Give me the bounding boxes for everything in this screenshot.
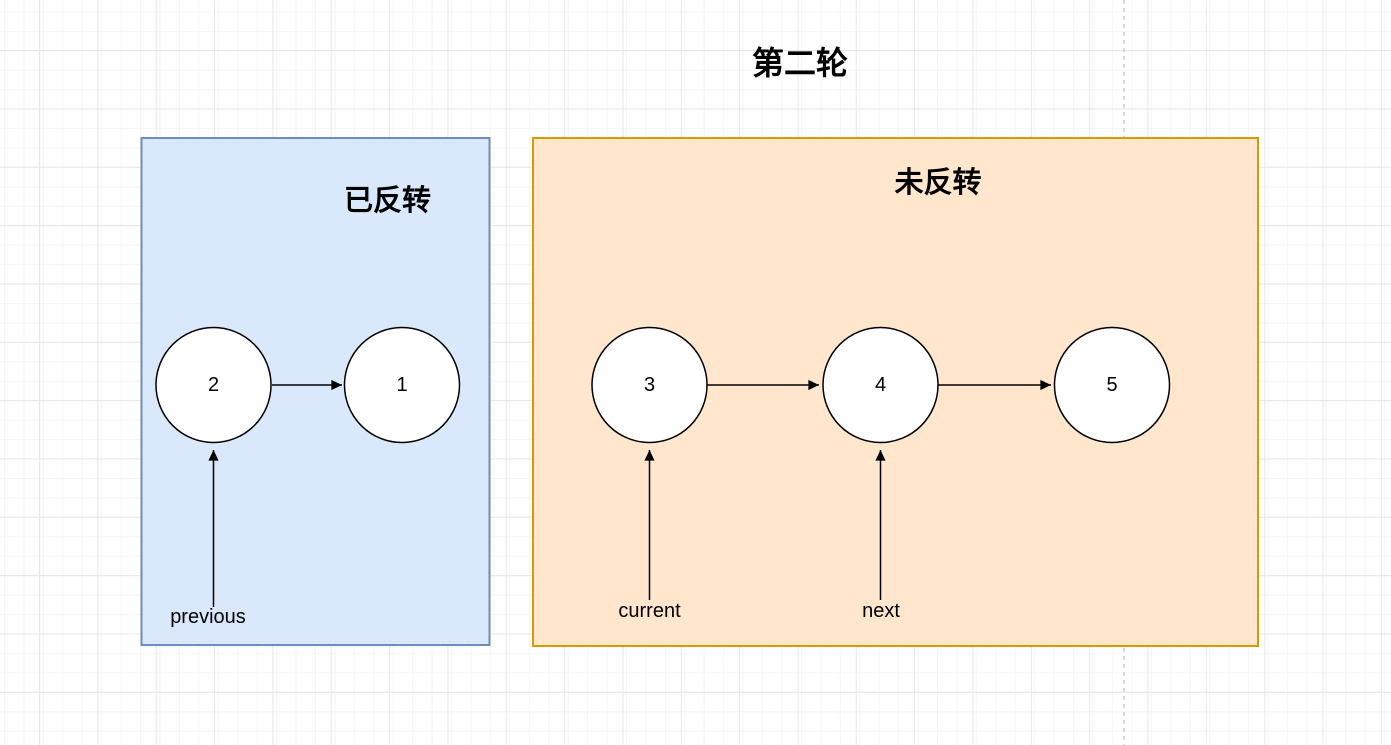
node-2-value: 2 [208,374,219,396]
node-2-circle[interactable] [155,326,272,444]
node-5-circle[interactable] [1053,326,1171,444]
node-3[interactable]: 3 [591,326,708,444]
pointer-label-next[interactable]: next [862,600,900,622]
node-4[interactable]: 4 [822,326,939,444]
reversed-group: 已反转 2 1 previous [140,137,491,646]
pointer-label-previous[interactable]: previous [170,606,246,628]
node-3-value: 3 [644,374,655,396]
node-4-value: 4 [875,374,886,396]
node-1[interactable]: 1 [343,326,461,444]
unreversed-group: 未反转 3 4 5 current [532,137,1259,647]
node-5[interactable]: 5 [1053,326,1171,444]
node-1-value: 1 [396,374,407,396]
pointer-label-current[interactable]: current [618,600,681,622]
unreversed-group-label[interactable]: 未反转 [894,166,981,199]
node-1-circle[interactable] [343,326,461,444]
reversed-group-label[interactable]: 已反转 [344,184,431,217]
diagram-title[interactable]: 第二轮 [752,45,848,81]
node-5-value: 5 [1106,374,1117,396]
node-2[interactable]: 2 [155,326,272,444]
node-3-circle[interactable] [591,326,708,444]
node-4-circle[interactable] [822,326,939,444]
